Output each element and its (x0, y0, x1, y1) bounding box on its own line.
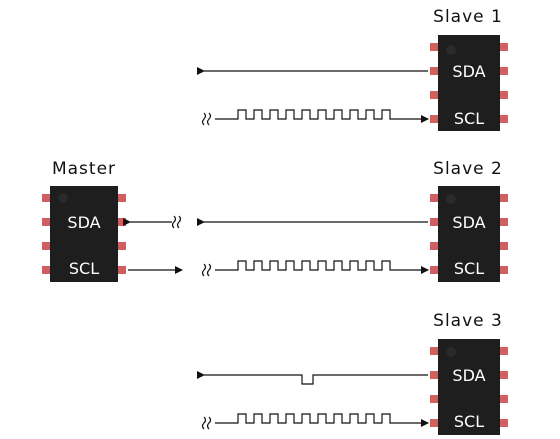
slave-2-chip: Slave 2 SDA SCL (430, 159, 508, 282)
slave-3-sda-line (197, 371, 428, 385)
slave-1-pin (430, 115, 438, 123)
master-sda-line (123, 215, 182, 229)
slave-3-pin (430, 371, 438, 379)
slave-1-pin (430, 91, 438, 99)
slave-2-pin (430, 266, 438, 274)
slave-1-chip: Slave 1 SDA SCL (430, 7, 508, 131)
slave-2-scl-label: SCL (454, 259, 484, 278)
slave-3-title: Slave 3 (433, 311, 503, 331)
slave-3-pin (500, 371, 508, 379)
slave-2-pin (500, 266, 508, 274)
slave-2-scl-line (201, 260, 429, 277)
slave-3-pin (430, 347, 438, 355)
slave-1-notch (446, 45, 456, 55)
slave-2-pin (430, 194, 438, 202)
slave-1-pin (500, 67, 508, 75)
clock-waveform (215, 413, 429, 427)
slave-3-chip: Slave 3 SDA SCL (430, 311, 508, 435)
slave-3-pin (430, 419, 438, 427)
slave-2-notch (446, 194, 456, 204)
slave-3-scl-label: SCL (454, 412, 484, 431)
master-pin (42, 266, 50, 274)
master-pin (42, 194, 50, 202)
slave-1-pin (430, 67, 438, 75)
slave-1-pin (500, 43, 508, 51)
master-pin (118, 218, 126, 226)
squiggle-icon (201, 416, 212, 430)
slave-2-pin (500, 194, 508, 202)
slave-3-pin (500, 347, 508, 355)
clock-waveform (215, 260, 429, 274)
master-title: Master (52, 159, 116, 179)
slave-1-scl-line (201, 109, 429, 126)
master-pin (42, 242, 50, 250)
slave-2-pin (500, 218, 508, 226)
slave-3-pin (500, 395, 508, 403)
squiggle-icon (201, 263, 212, 277)
master-scl-label: SCL (69, 259, 99, 278)
master-sda-label: SDA (67, 213, 100, 232)
slave-2-pin (430, 242, 438, 250)
slave-3-pin (430, 395, 438, 403)
master-pin (118, 194, 126, 202)
slave-1-pin (430, 43, 438, 51)
slave-2-sda-label: SDA (452, 213, 485, 232)
slave-3-scl-line (201, 413, 429, 430)
squiggle-icon (201, 112, 212, 126)
slave-2-pin (500, 242, 508, 250)
slave-1-scl-label: SCL (454, 109, 484, 128)
master-pin (118, 266, 126, 274)
squiggle-icon (171, 215, 182, 229)
slave-1-pin (500, 91, 508, 99)
master-pin (118, 242, 126, 250)
slave-2-title: Slave 2 (433, 159, 503, 179)
slave-3-notch (446, 347, 456, 357)
slave-3-sda-label: SDA (452, 366, 485, 385)
master-pin (42, 218, 50, 226)
slave-1-title: Slave 1 (433, 7, 503, 27)
clock-waveform (215, 109, 429, 123)
slave-1-sda-label: SDA (452, 62, 485, 81)
slave-1-pin (500, 115, 508, 123)
master-notch (58, 193, 68, 203)
slave-2-pin (430, 218, 438, 226)
slave-3-pin (500, 419, 508, 427)
master-chip: Master SDA SCL (42, 159, 126, 282)
